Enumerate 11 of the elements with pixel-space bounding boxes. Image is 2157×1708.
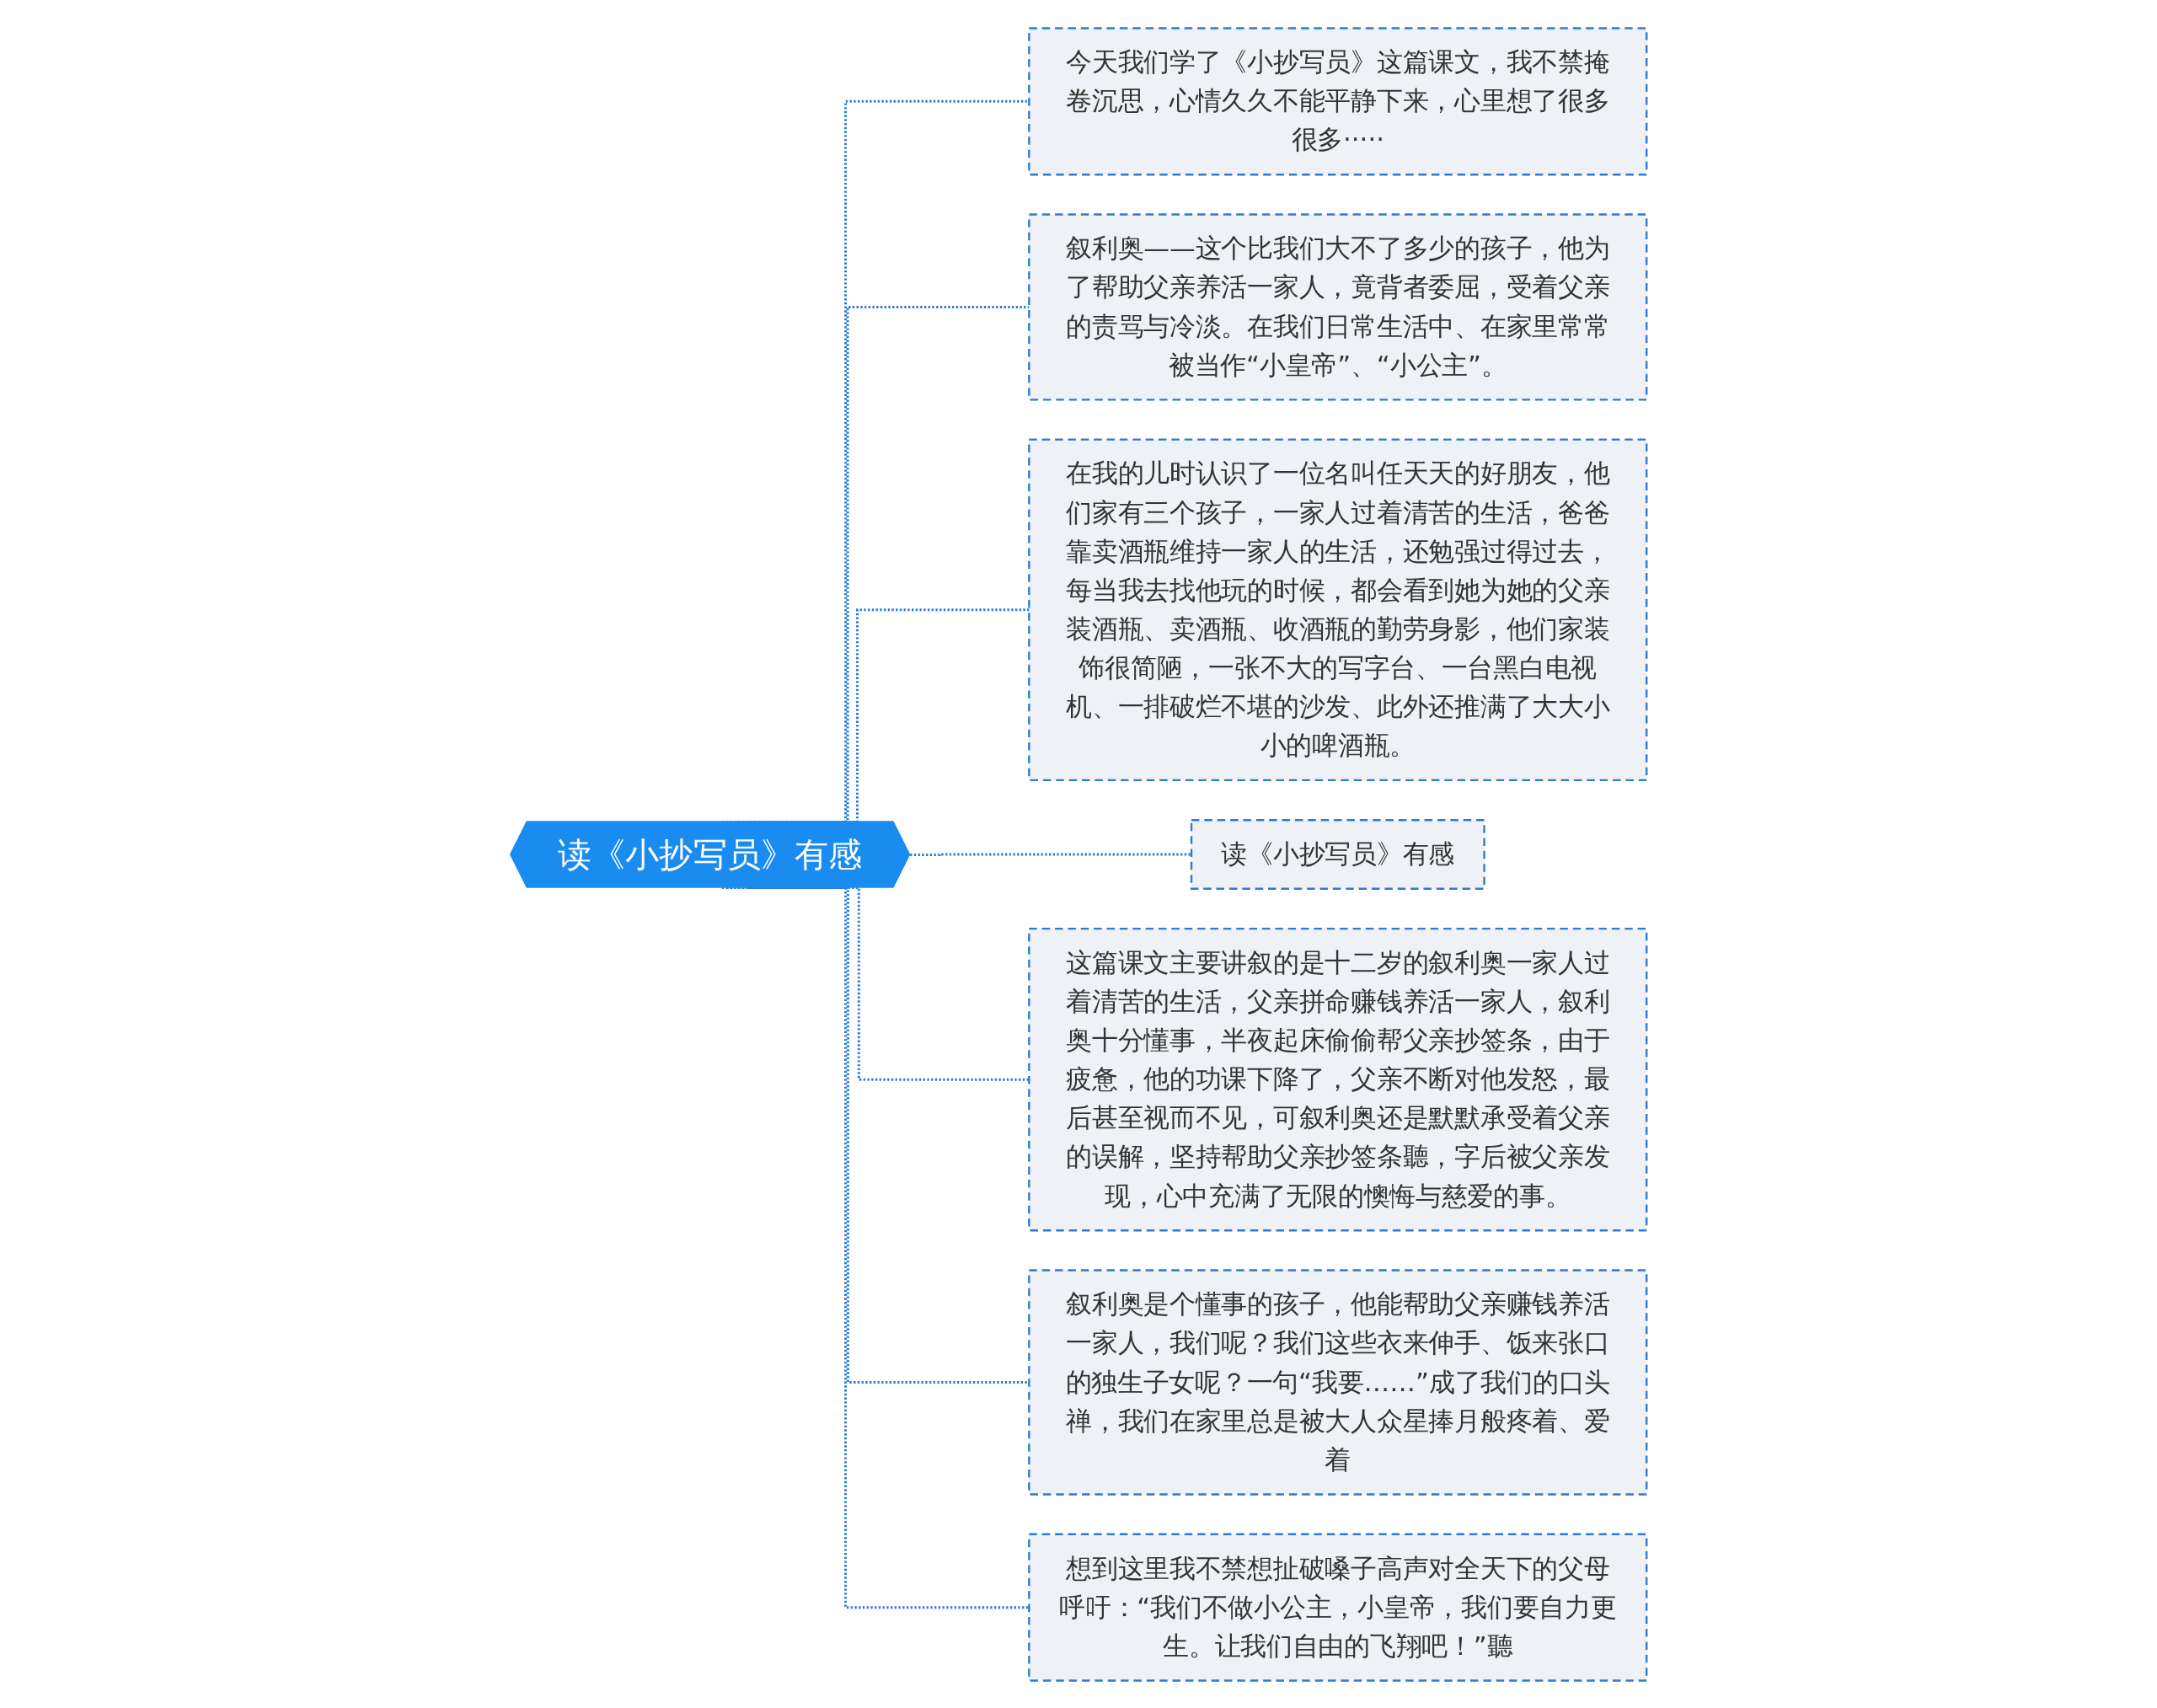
node-box: 想到这里我不禁想扯破嗓子高声对全天下的父母呼吁：“我们不做小公主，小皇帝，我们要自力更生。让我们自由的飞翔吧！”聽 bbox=[1028, 1533, 1648, 1682]
node-box: 叙利奥——这个比我们大不了多少的孩子，他为了帮助父亲养活一家人，竟背者委屈，受着父亲的责骂与冷淡。在我们日常生活中、在家里常常被当作“小皇帝”、“小公主”。 bbox=[1028, 212, 1648, 401]
connector bbox=[721, 886, 1030, 1609]
node-box: 这篇课文主要讲叙的是十二岁的叙利奥一家人过着清苦的生活，父亲拼命赚钱养活一家人，叙利奥十分懂事，半夜起床偷偷帮父亲抄签条，由于疲惫，他的功课下降了，父亲不断对他发怒，最后甚至视而不见，可叙利奥还是默默承受着父亲的误解，坚持帮助父亲抄签条聽，字后被父亲发现，心中充满了无限的懊悔与慈爱的事。 bbox=[1028, 927, 1648, 1231]
node-box: 今天我们学了《小抄写员》这篇课文，我不禁掩卷沉思，心情久久不能平静下来，心里想了很多很多····· bbox=[1028, 26, 1648, 175]
node-box: 在我的儿时认识了一位名叫任天天的好朋友，他们家有三个孩子，一家人过着清苦的生活，爸爸靠卖酒瓶维持一家人的生活，还勉强过得过去，每当我去找他玩的时候，都会看到她为她的父亲装酒瓶、卖酒瓶、收酒瓶的勤劳身影，他们家装饰很简陋，一张不大的写字台、一台黑白电视机、一排破烂不堪的沙发、此外还推满了大大小小的啤酒瓶。 bbox=[1028, 438, 1648, 781]
connector bbox=[726, 886, 1030, 1384]
node-box: 叙利奥是个懂事的孩子，他能帮助父亲赚钱养活一家人，我们呢？我们这些衣来伸手、饭来张口的独生子女呢？一句“我要……”成了我们的口头禅，我们在家里总是被大人众星捧月般疼着、爱着 bbox=[1028, 1268, 1648, 1496]
node-box: 读《小抄写员》有感 bbox=[1190, 818, 1485, 890]
connector bbox=[748, 886, 1030, 1081]
connector bbox=[910, 853, 1191, 856]
